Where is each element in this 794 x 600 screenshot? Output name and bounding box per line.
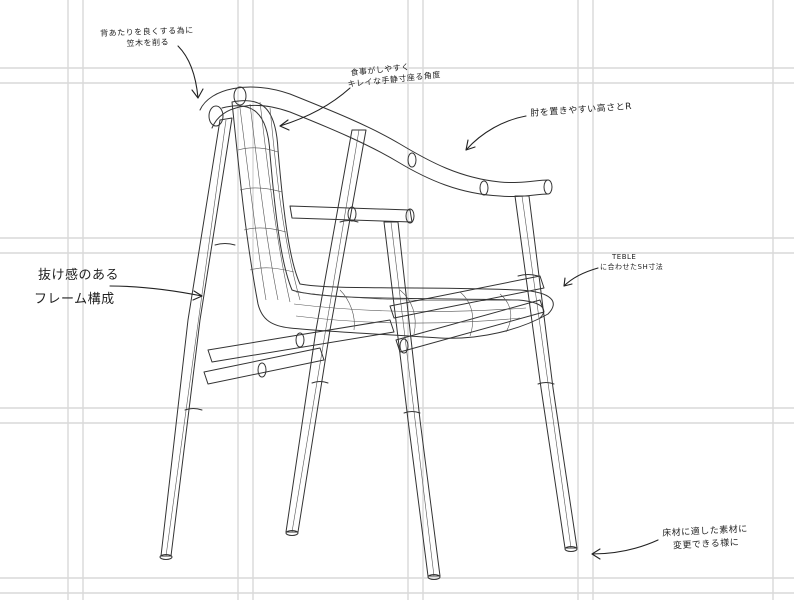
note-right-line-2: に合わせたSH寸法 <box>600 263 664 271</box>
note-left-line-2: フレーム構成 <box>34 292 115 307</box>
top-rail <box>199 86 553 224</box>
note-left: 抜け感のある フレーム構成 <box>34 264 119 312</box>
note-bottom-right: 床材に適した素材に 変更できる様に <box>662 524 749 554</box>
chair-stretchers <box>203 299 545 385</box>
annotation-arrows <box>109 45 659 560</box>
seat-shell <box>221 100 554 339</box>
note-right-line-1: TEBLE <box>612 253 637 261</box>
chair-legs <box>159 117 578 580</box>
note-right: TEBLE に合わせたSH寸法 <box>600 252 663 272</box>
note-left-line-1: 抜け感のある <box>38 268 120 283</box>
note-top-left: 背あたりを良くする為に 笠木を削る <box>100 25 194 50</box>
seat-rail <box>389 275 545 319</box>
